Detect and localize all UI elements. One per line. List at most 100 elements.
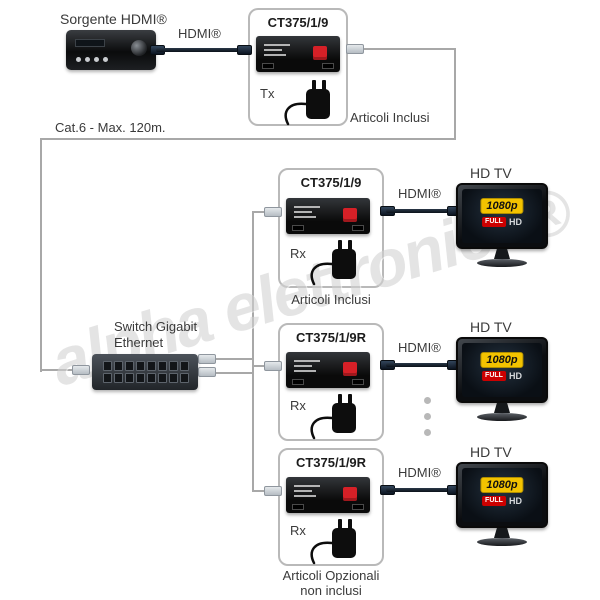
hdmi-cable-label: HDMI®: [398, 186, 441, 201]
hdmi-cable: [150, 45, 252, 55]
plug-prong: [348, 240, 352, 251]
rj45-plug-icon: [198, 354, 216, 364]
device-print-line: [294, 495, 316, 497]
plug-prong: [338, 240, 342, 251]
plug-prong: [312, 80, 316, 91]
rx3-unit-label: Rx: [290, 523, 306, 538]
cat6-cable-segment: [252, 490, 272, 492]
switch-port: [180, 373, 189, 383]
rx3-extender-device: [286, 477, 370, 513]
ellipsis-dot: [424, 413, 431, 420]
optional-note-line2: non inclusi: [300, 583, 362, 598]
ellipsis-dot: [424, 397, 431, 404]
device-print-line: [294, 485, 320, 487]
hdtv-label: HD TV: [470, 165, 512, 181]
hd-tv: 1080p FULL HD: [456, 183, 548, 267]
hd-tv: 1080p FULL HD: [456, 337, 548, 421]
rj45-port: [292, 379, 304, 385]
badge-1080p: 1080p: [480, 477, 524, 493]
cat6-cable-segment: [214, 372, 254, 374]
device-print-line: [264, 44, 290, 46]
cat6-cable-segment: [252, 211, 272, 213]
switch-port: [136, 373, 145, 383]
rj45-plug-icon: [264, 486, 282, 496]
switch-port: [169, 373, 178, 383]
hdmi-cable-line: [156, 48, 246, 52]
full-hd-badge: FULL HD: [482, 217, 522, 227]
power-adapter: [284, 80, 336, 128]
cat6-cable-segment: [252, 365, 272, 367]
rj45-plug-icon: [198, 367, 216, 377]
switch-port: [158, 361, 167, 371]
adapter-body: [332, 528, 356, 558]
source-button: [94, 57, 99, 62]
cat6-cable-segment: [214, 358, 254, 360]
switch-port: [114, 373, 123, 383]
rj45-plug-icon: [264, 361, 282, 371]
badge-1080p: 1080p: [480, 352, 524, 368]
rj45-plug-icon: [346, 44, 364, 54]
tx-unit-label: Tx: [260, 86, 275, 101]
adapter-cable: [284, 102, 308, 126]
hdmi-cable: [380, 206, 462, 216]
switch-port: [158, 373, 167, 383]
adapter-cable: [310, 262, 334, 286]
optional-note-line1: Articoli Opzionali: [282, 568, 380, 583]
hdmi-port: [352, 379, 364, 385]
hdmi-cable-line: [386, 209, 456, 213]
hdmi-cable: [380, 485, 462, 495]
adapter-body: [332, 249, 356, 279]
switch-port: [103, 361, 112, 371]
hdmi-cable-label: HDMI®: [398, 340, 441, 355]
hdtv-label: HD TV: [470, 444, 512, 460]
rx1-box-title: CT375/1/9: [300, 175, 362, 190]
power-adapter: [310, 519, 362, 567]
rx2-extender-device: [286, 352, 370, 388]
device-print-line: [294, 206, 320, 208]
switch-port: [114, 361, 123, 371]
device-print-line: [294, 216, 316, 218]
plug-prong: [338, 394, 342, 405]
device-print-line: [294, 360, 320, 362]
tv-stand-base: [477, 259, 527, 267]
device-print-line: [294, 490, 312, 492]
source-label: Sorgente HDMI®: [60, 11, 167, 27]
switch-port: [169, 361, 178, 371]
hdmi-connector-icon: [237, 45, 252, 55]
source-knob: [131, 40, 147, 56]
device-print-line: [294, 365, 312, 367]
full-hd-badge: FULL HD: [482, 371, 522, 381]
tx-extender-device: [256, 36, 340, 72]
alpha-logo-badge: [343, 208, 357, 222]
rj45-plug-icon: [264, 207, 282, 217]
full-hd-badge: FULL HD: [482, 496, 522, 506]
hdmi-cable: [380, 360, 462, 370]
hdtv-label: HD TV: [470, 319, 512, 335]
rj45-port: [292, 504, 304, 510]
tv-stand-neck: [494, 249, 510, 259]
ellipsis-dot: [424, 429, 431, 436]
plug-prong: [322, 80, 326, 91]
hdmi-cable-line: [386, 363, 456, 367]
switch-port: [103, 373, 112, 383]
source-button: [103, 57, 108, 62]
cat6-cable-segment: [40, 369, 78, 371]
alpha-logo-badge: [343, 487, 357, 501]
included-note: Articoli Inclusi: [350, 110, 430, 125]
adapter-body: [332, 403, 356, 433]
switch-label-line2: Ethernet: [114, 335, 164, 350]
hdmi-cable-label: HDMI®: [178, 26, 221, 41]
rj45-port: [322, 63, 334, 69]
tv-stand-base: [477, 538, 527, 546]
cat6-cable-segment: [364, 48, 456, 50]
tv-stand-neck: [494, 403, 510, 413]
source-button: [76, 57, 81, 62]
tv-stand-neck: [494, 528, 510, 538]
cat6-cable-segment: [40, 138, 42, 372]
switch-port: [147, 361, 156, 371]
tv-screen: 1080p FULL HD: [456, 462, 548, 528]
switch-port: [147, 373, 156, 383]
cat6-label: Cat.6 - Max. 120m.: [55, 120, 166, 135]
power-adapter: [310, 394, 362, 442]
